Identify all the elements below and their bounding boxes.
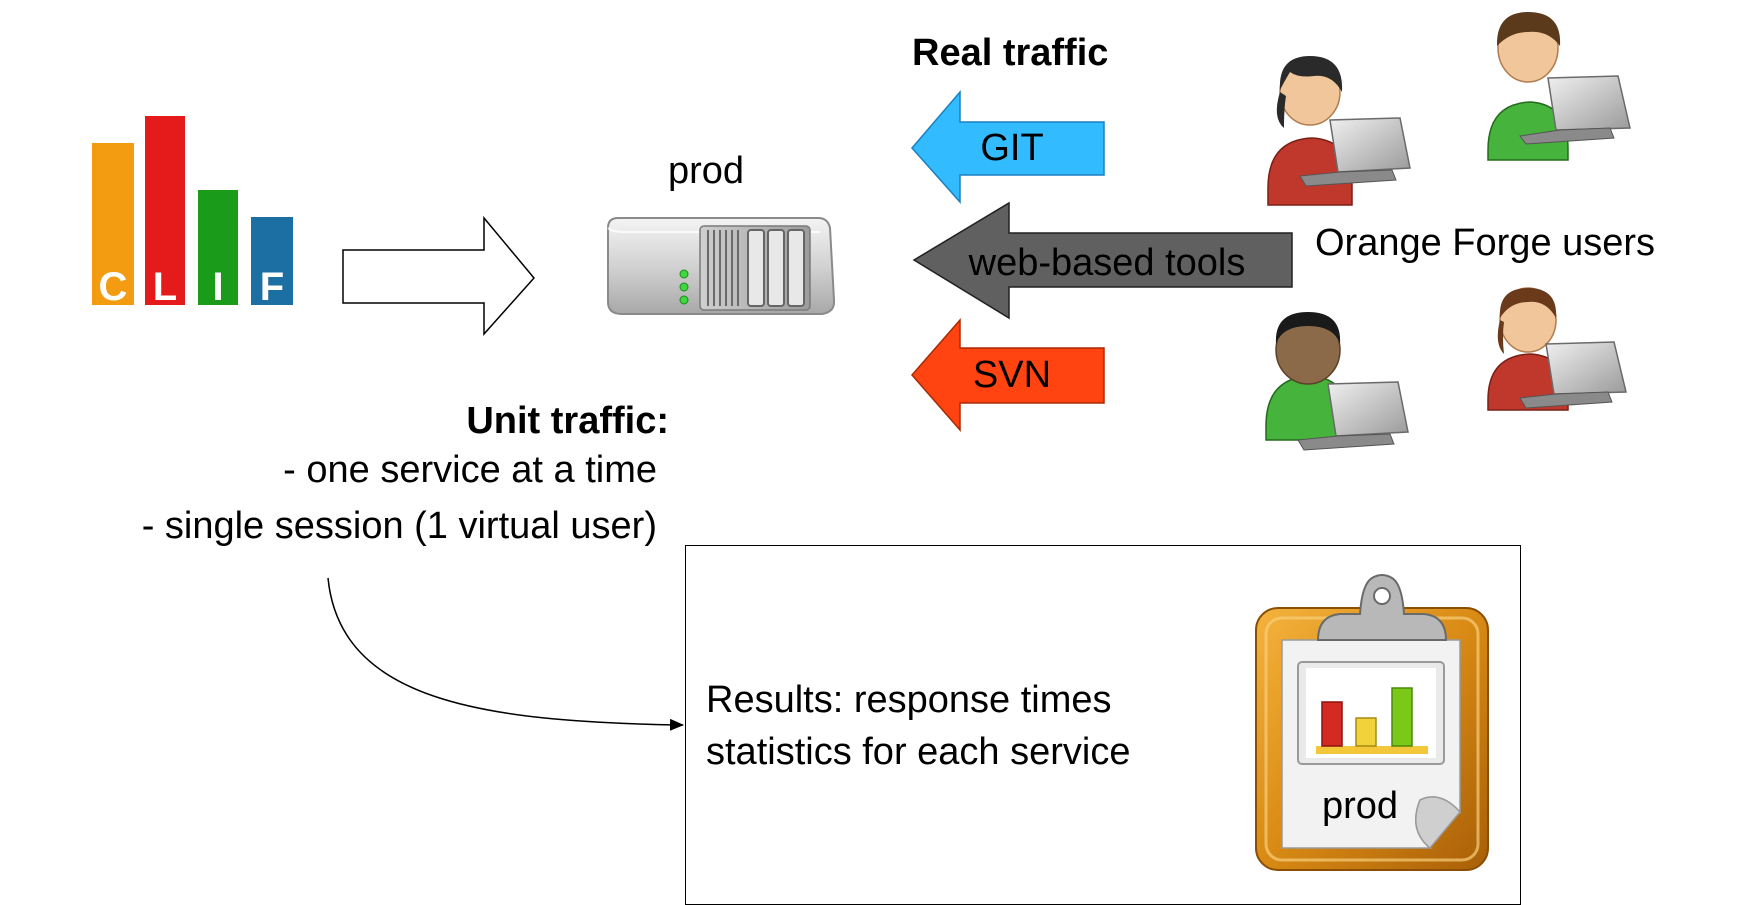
server-icon: [607, 217, 836, 315]
unit-to-results-connector: [327, 577, 684, 731]
clif-bar-l: [145, 116, 185, 305]
clif-letter-f: F: [260, 265, 284, 309]
report-label: prod: [1322, 785, 1399, 827]
report-clipboard-icon: [1255, 574, 1489, 871]
prod-server-label: prod: [668, 150, 745, 192]
web-tools-arrow: [912, 201, 1293, 320]
users-label: Orange Forge users: [1315, 222, 1656, 264]
unit-traffic-line-2: - single session (1 virtual user): [141, 505, 657, 547]
svn-arrow-label: SVN: [972, 354, 1052, 396]
results-line-1: Results: response times: [706, 679, 1112, 721]
clif-to-prod-arrow: [342, 215, 535, 336]
web-tools-arrow-label: web-based tools: [968, 242, 1246, 284]
git-arrow-label: GIT: [980, 127, 1044, 169]
git-arrow: [911, 89, 1105, 204]
clif-bar-c: [92, 143, 134, 305]
clif-letter-l: L: [153, 265, 177, 309]
clif-letter-i: I: [212, 265, 223, 309]
real-traffic-title: Real traffic: [912, 32, 1109, 74]
clif-bar-i: [198, 190, 238, 305]
user-icon-4: [1487, 287, 1627, 411]
diagram-canvas: C L I F: [92, 12, 1631, 731]
clif-bar-f: [251, 217, 293, 305]
clif-letter-c: C: [99, 265, 128, 309]
svn-arrow: [911, 318, 1105, 432]
user-icon-3: [1265, 312, 1409, 451]
results-line-2: statistics for each service: [706, 731, 1131, 773]
clif-logo: C L I F: [92, 116, 293, 309]
user-icon-1: [1267, 56, 1411, 206]
unit-traffic-title: Unit traffic:: [466, 400, 669, 442]
user-icon-2: [1487, 12, 1631, 161]
unit-traffic-line-1: - one service at a time: [283, 449, 657, 491]
